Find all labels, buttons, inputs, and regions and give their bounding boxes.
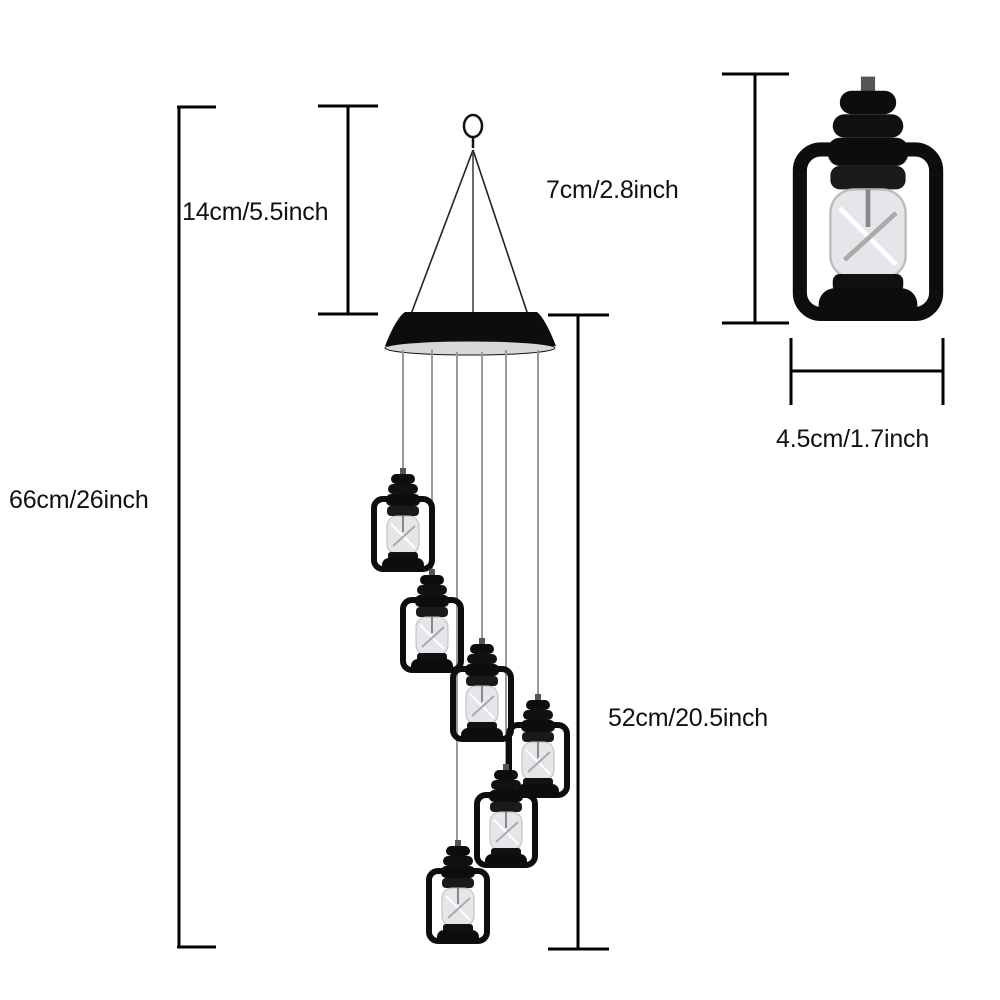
lantern-height-label: 7cm/2.8inch	[546, 176, 679, 204]
solar-panel-top	[384, 312, 556, 356]
total-height-label: 66cm/26inch	[9, 486, 149, 514]
chime-lantern	[374, 468, 432, 572]
chime-lantern	[403, 569, 461, 673]
lantern-width-bracket	[789, 338, 945, 405]
detail-lantern	[800, 77, 936, 321]
total-height-bracket	[177, 105, 216, 949]
string-length-bracket	[548, 313, 609, 951]
hanger-height-bracket	[318, 104, 378, 316]
hanging-hook	[404, 113, 534, 331]
string-length-label: 52cm/20.5inch	[608, 704, 768, 732]
lantern-width-label: 4.5cm/1.7inch	[776, 425, 930, 453]
lantern-height-bracket	[722, 72, 789, 325]
hanger-height-label: 14cm/5.5inch	[182, 198, 329, 226]
